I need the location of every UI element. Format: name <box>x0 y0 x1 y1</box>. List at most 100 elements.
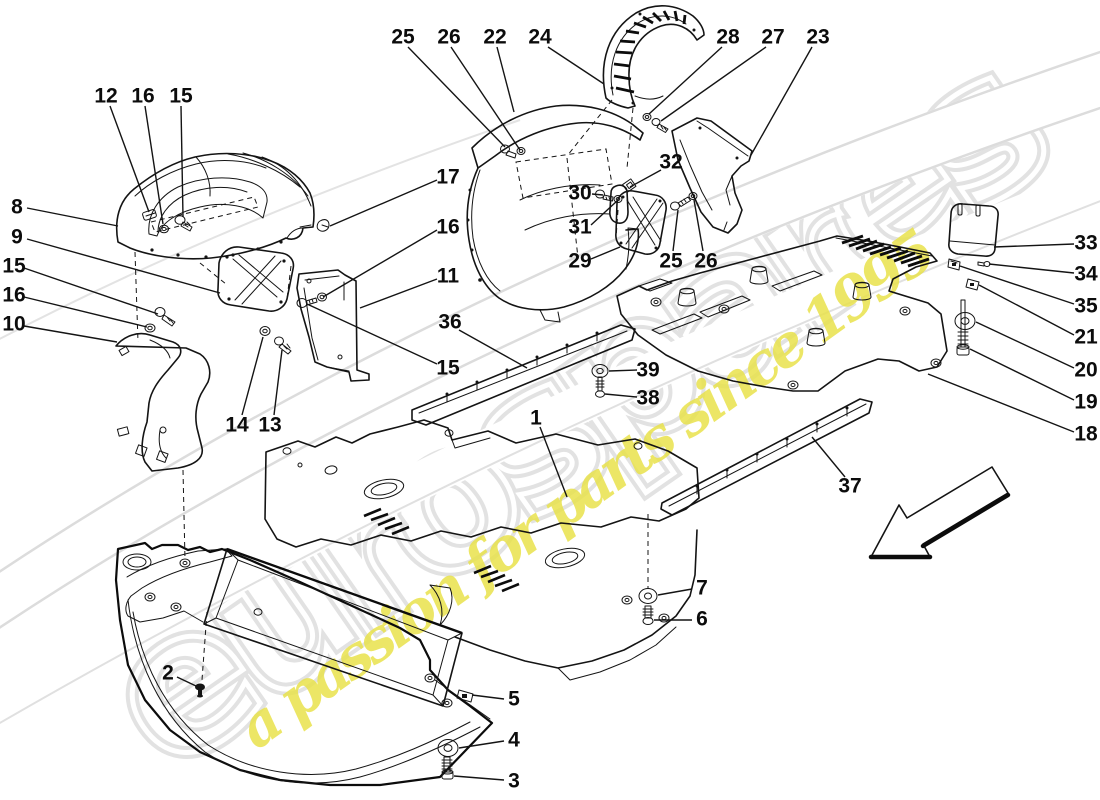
callout-label-15-2: 15 <box>169 85 193 108</box>
callout-leader-33-38 <box>993 243 1075 248</box>
callout-label-18-44: 18 <box>1074 423 1098 446</box>
callout-leader-36-18 <box>458 329 528 369</box>
clip-21 <box>965 278 980 291</box>
watermark-swoosh <box>0 50 1100 727</box>
callout-leader-25-24 <box>672 209 679 252</box>
washer-16-left <box>144 323 156 333</box>
washer-16-mid <box>317 292 327 302</box>
callout-leader-15-2 <box>180 105 184 218</box>
part-x-panel-9 <box>217 246 295 312</box>
callout-label-23-9: 23 <box>806 26 829 49</box>
callout-label-35-40: 35 <box>1074 295 1098 318</box>
part-front-undertray-1 <box>114 419 700 787</box>
washer-26-top <box>516 147 526 155</box>
callout-label-11-17: 11 <box>437 265 460 288</box>
part-grille-24 <box>566 5 705 169</box>
callout-leader-28-7 <box>648 46 723 115</box>
callout-label-9-11: 9 <box>11 226 23 249</box>
callout-leader-4-33 <box>458 740 505 749</box>
callout-leader-20-42 <box>975 321 1075 369</box>
callout-label-2-31: 2 <box>162 662 174 685</box>
callout-label-25-24: 25 <box>659 250 683 273</box>
callout-label-26-25: 26 <box>694 250 717 273</box>
callout-leader-17-15 <box>329 179 438 227</box>
callout-leader-11-17 <box>359 278 438 309</box>
callout-leader-16-13 <box>23 296 148 328</box>
washer-20 <box>954 312 976 330</box>
screw-27 <box>651 118 669 133</box>
callout-leader-1-28 <box>539 426 568 498</box>
callout-label-3-34: 3 <box>508 770 520 793</box>
callout-leader-22-5 <box>496 46 515 113</box>
part-rear-wheelhouse <box>466 104 644 323</box>
callout-leader-12-0 <box>109 105 150 213</box>
raised-tray <box>203 547 463 707</box>
callout-label-26-4: 26 <box>437 26 460 49</box>
callout-label-36-18: 36 <box>438 311 461 334</box>
clip-35 <box>947 258 961 271</box>
callout-label-25-3: 25 <box>391 26 415 49</box>
pin-2 <box>195 683 205 698</box>
callout-label-34-39: 34 <box>1074 263 1098 286</box>
screw-25-top <box>500 144 517 159</box>
callout-leader-26-25 <box>693 199 704 252</box>
callout-leader-23-9 <box>750 46 813 156</box>
screw-38 <box>595 376 605 398</box>
callout-leader-8-10 <box>26 207 119 227</box>
callout-label-39-26: 39 <box>636 359 659 382</box>
callout-label-38-27: 38 <box>636 387 660 410</box>
callout-leader-9-11 <box>26 238 221 294</box>
washer-28 <box>642 113 652 121</box>
direction-arrow <box>868 466 1011 560</box>
callout-leader-16-16 <box>322 229 438 298</box>
callout-label-31-22: 31 <box>568 216 592 239</box>
callout-leader-35-40 <box>959 265 1075 305</box>
callout-label-28-7: 28 <box>716 26 740 49</box>
screw-3 <box>441 756 454 780</box>
callout-leader-21-41 <box>978 284 1075 336</box>
callout-label-24-6: 24 <box>528 26 552 49</box>
callout-label-17-15: 17 <box>436 166 459 189</box>
callout-label-32-20: 32 <box>659 151 682 174</box>
callout-label-33-38: 33 <box>1074 232 1097 255</box>
screw-15-left <box>154 307 176 327</box>
callout-label-27-8: 27 <box>761 26 784 49</box>
callout-leader-5-32 <box>471 694 505 700</box>
callout-label-7-35: 7 <box>696 577 708 600</box>
washer-16 <box>159 224 169 234</box>
callout-label-22-5: 22 <box>483 26 506 49</box>
part-bracket-11 <box>296 269 370 382</box>
callout-leader-16-1 <box>144 105 164 225</box>
callout-label-19-43: 19 <box>1074 391 1097 414</box>
callout-leader-10-14 <box>23 325 118 343</box>
mount-cones <box>677 265 872 347</box>
washer-4 <box>437 739 459 757</box>
callout-label-1-28: 1 <box>530 407 542 430</box>
washer-26-mid <box>688 192 698 200</box>
callout-label-16-13: 16 <box>2 284 25 307</box>
part-bracket-10 <box>115 307 292 561</box>
callout-label-4-33: 4 <box>508 729 520 752</box>
clip-17 <box>316 219 330 232</box>
washer-14 <box>259 326 271 336</box>
callout-leader-26-4 <box>450 46 521 151</box>
screw-15 <box>174 215 193 232</box>
screw-19 <box>956 299 970 356</box>
callout-leader-15-12 <box>23 267 159 315</box>
part-strip-36 <box>411 324 636 426</box>
part-x-panel-29 <box>595 178 698 255</box>
callout-leader-18-44 <box>927 373 1075 433</box>
part-strip-37 <box>660 398 873 516</box>
callout-leader-38-27 <box>604 393 638 398</box>
callout-label-21-41: 21 <box>1074 326 1098 349</box>
callout-label-14-29: 14 <box>225 414 249 437</box>
callout-leader-15-19 <box>306 303 438 365</box>
callout-label-6-36: 6 <box>696 608 708 631</box>
screw-6 <box>642 605 654 625</box>
callout-leader-7-35 <box>657 588 693 596</box>
callout-label-30-21: 30 <box>568 182 591 205</box>
callout-label-10-14: 10 <box>2 313 25 336</box>
callout-label-5-32: 5 <box>508 688 520 711</box>
